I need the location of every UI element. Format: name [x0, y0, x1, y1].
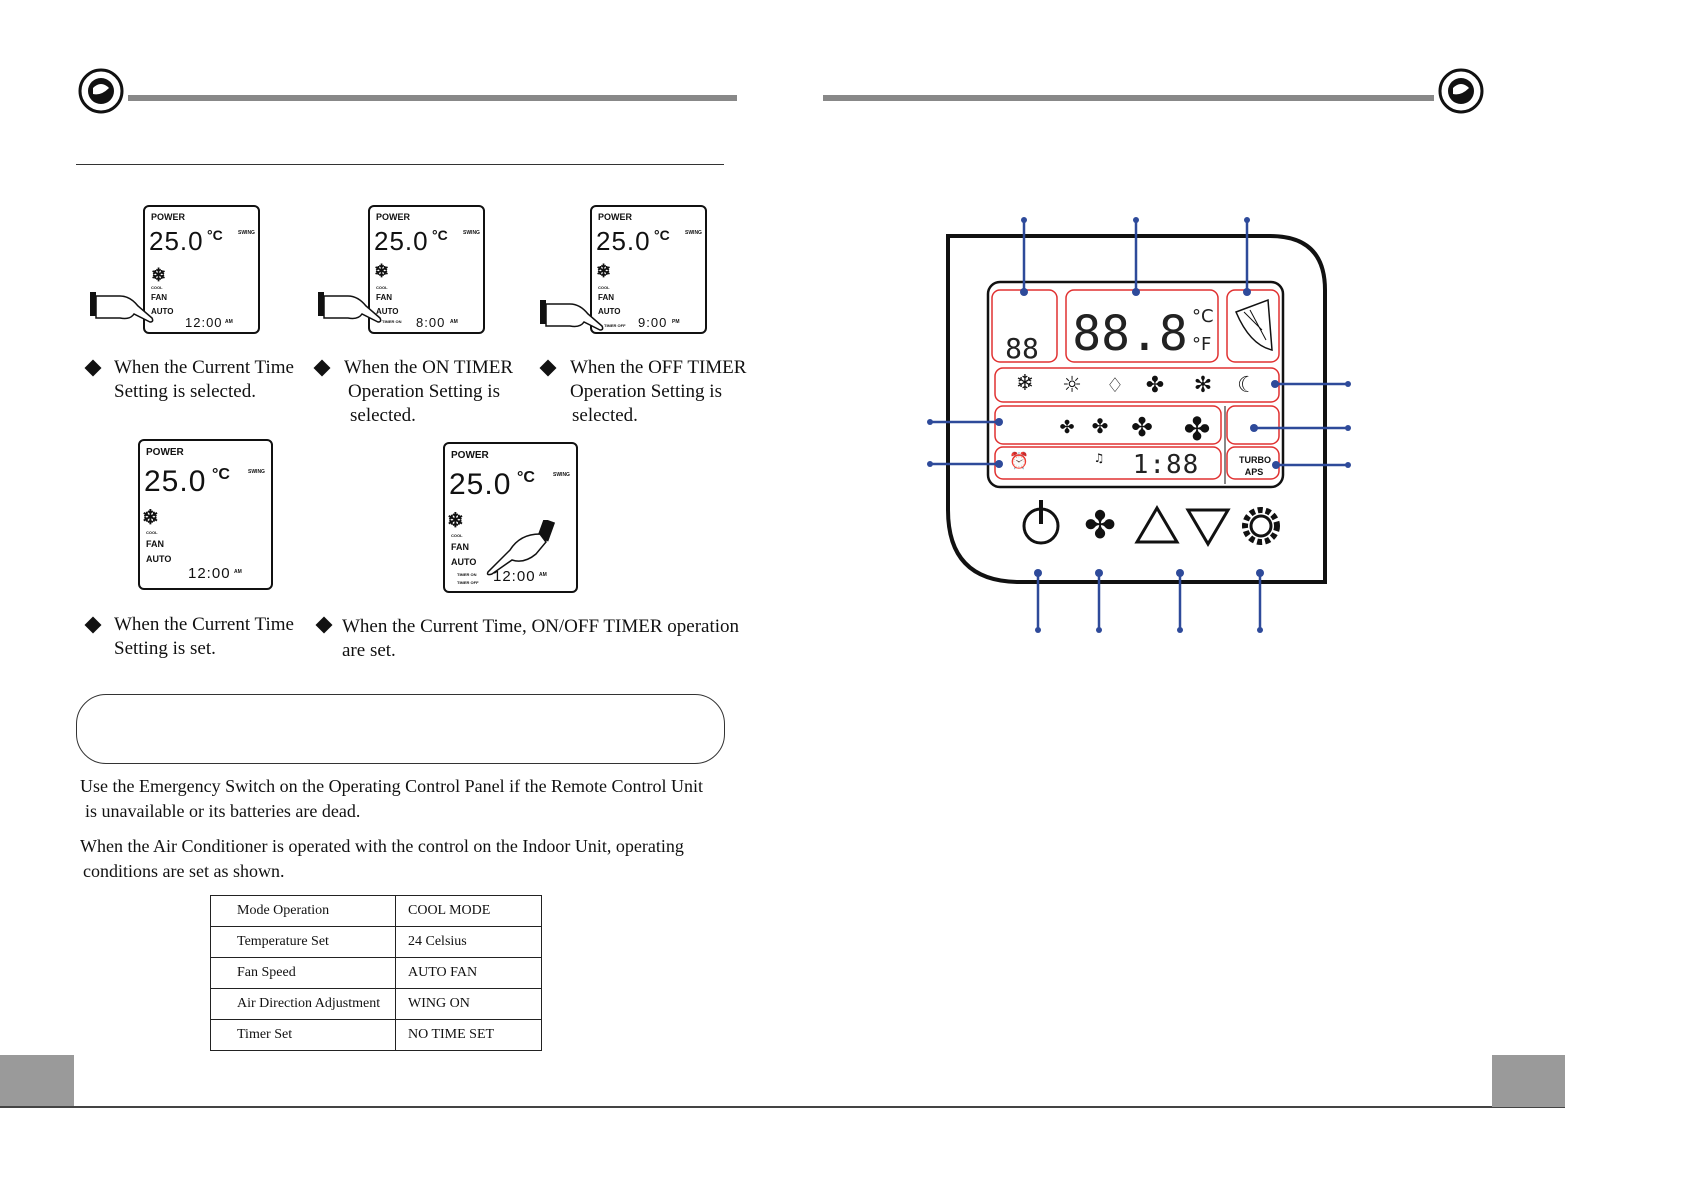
- bullet-diamond: [313, 359, 331, 377]
- caption-3: When the OFF TIMER Operation Setting is …: [570, 357, 747, 426]
- header-rule-left: [128, 95, 737, 101]
- lcd-display-5: POWER 25.0 °C SWING ❄ COOL FAN AUTO TIME…: [443, 442, 578, 593]
- header-rule-right: [823, 95, 1434, 101]
- snowflake-icon: ❄: [1016, 371, 1034, 396]
- fan-button[interactable]: ✤: [1084, 503, 1116, 547]
- bullet-diamond: [539, 359, 557, 377]
- lcd-display-2: POWER 25.0 °C SWING ❄ COOL FAN AUTO TIME…: [368, 205, 485, 334]
- zone-swing: [1226, 289, 1280, 363]
- fan-turbo-icon: ✤: [1184, 410, 1211, 448]
- footer-rule: [0, 1106, 1565, 1108]
- brand-logo-left: [78, 68, 124, 114]
- sun-snow-icon: ✻: [1194, 373, 1212, 398]
- pointing-hand-icon: [540, 300, 604, 331]
- settings-button[interactable]: [1242, 507, 1280, 545]
- zone-temperature: [1065, 289, 1219, 363]
- snowflake-icon: ❄: [447, 510, 464, 532]
- snowflake-icon: ❄: [374, 261, 390, 281]
- svg-text:TURBO: TURBO: [1239, 455, 1271, 465]
- bullet-diamond: [315, 616, 333, 634]
- lcd-display-3: POWER 25.0 °C SWING ❄ COOL FAN AUTO TIME…: [590, 205, 707, 334]
- temp-up-button[interactable]: [1134, 505, 1180, 544]
- pointing-hand-icon: [318, 292, 382, 323]
- caption-2: When the ON TIMER Operation Setting is s…: [344, 357, 514, 426]
- emergency-paragraph: Use the Emergency Switch on the Operatin…: [80, 776, 704, 821]
- zone-blank: [1226, 405, 1280, 445]
- section-heading-box: [76, 694, 725, 764]
- fan-low-icon: ✤: [1059, 417, 1074, 438]
- temp-down-button[interactable]: [1185, 508, 1231, 547]
- bell-icon: ♫: [1094, 451, 1105, 465]
- snowflake-icon: ❄: [596, 261, 612, 281]
- snowflake-icon: ❄: [151, 265, 167, 285]
- fan-icon: ✤: [1146, 373, 1164, 398]
- indoor-control-paragraph: When the Air Conditioner is operated wit…: [80, 836, 684, 881]
- control-panel-diagram: ❄ ☼ ♢ ✤ ✻ ☾ ✤ ✤ ✤ ✤ ⏰ ♫ 1:88 88 88.8 °C …: [927, 217, 1351, 633]
- brand-logo-right: [1438, 68, 1484, 114]
- alarm-clock-icon: ⏰: [1009, 451, 1029, 470]
- sleep-moon-icon: ☾: [1237, 373, 1257, 398]
- bullet-diamond: [84, 359, 102, 377]
- svg-text:°F: °F: [1192, 334, 1211, 355]
- svg-text:°C: °C: [1192, 306, 1214, 327]
- svg-text:88: 88: [1005, 332, 1039, 365]
- section-rule: [76, 164, 724, 165]
- snowflake-icon: ❄: [142, 507, 159, 529]
- sun-icon: ☼: [1062, 373, 1082, 398]
- fan-medium-icon: ✤: [1092, 414, 1109, 438]
- caption-5: When the Current Time, ON/OFF TIMER oper…: [342, 616, 740, 661]
- lcd-display-4: POWER 25.0 °C SWING ❄ COOL FAN AUTO 12:0…: [138, 439, 273, 590]
- pointing-hand-icon: [486, 520, 556, 576]
- zone-fan-speed: [994, 405, 1222, 445]
- fan-high-icon: ✤: [1131, 413, 1153, 443]
- lcd-display-1: POWER 25.0 °C SWING ❄ COOL FAN AUTO 12:0…: [143, 205, 260, 334]
- svg-text:88.8: 88.8: [1072, 306, 1188, 362]
- droplet-icon: ♢: [1106, 373, 1124, 397]
- bullet-diamond: [84, 616, 102, 634]
- pointing-hand-icon: [90, 292, 154, 323]
- power-button[interactable]: [1022, 500, 1060, 545]
- page-tab-right: [1492, 1055, 1565, 1107]
- svg-text:APS: APS: [1245, 467, 1264, 477]
- svg-text:1:88: 1:88: [1133, 450, 1200, 480]
- page-tab-left: [0, 1055, 74, 1107]
